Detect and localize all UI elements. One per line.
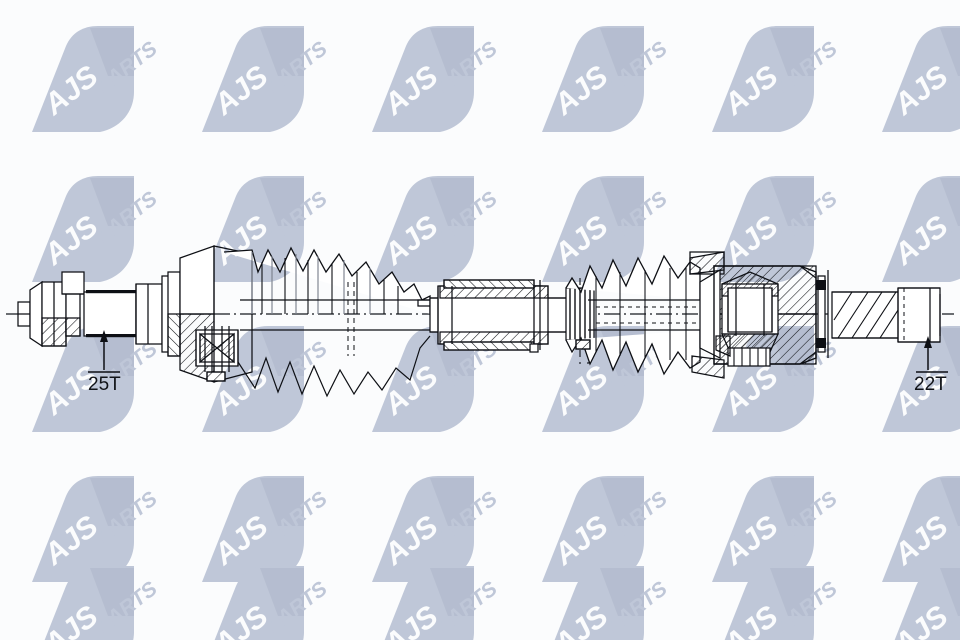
leader-22t (916, 336, 948, 373)
outer-boot-bellows (223, 246, 431, 398)
spline-count-label-right: 22T (914, 374, 947, 395)
spline-count-label-left: 25T (88, 374, 121, 395)
outer-cv-joint-housing (167, 245, 253, 383)
damper-bearing-collar (437, 279, 549, 353)
outer-threaded-end (17, 271, 85, 348)
inner-splined-stub (831, 287, 941, 343)
outer-shaft-stub (83, 275, 173, 353)
leader-25t (88, 330, 120, 373)
inner-tripod-joint-housing (689, 251, 829, 379)
inner-boot-bellows (565, 254, 706, 376)
